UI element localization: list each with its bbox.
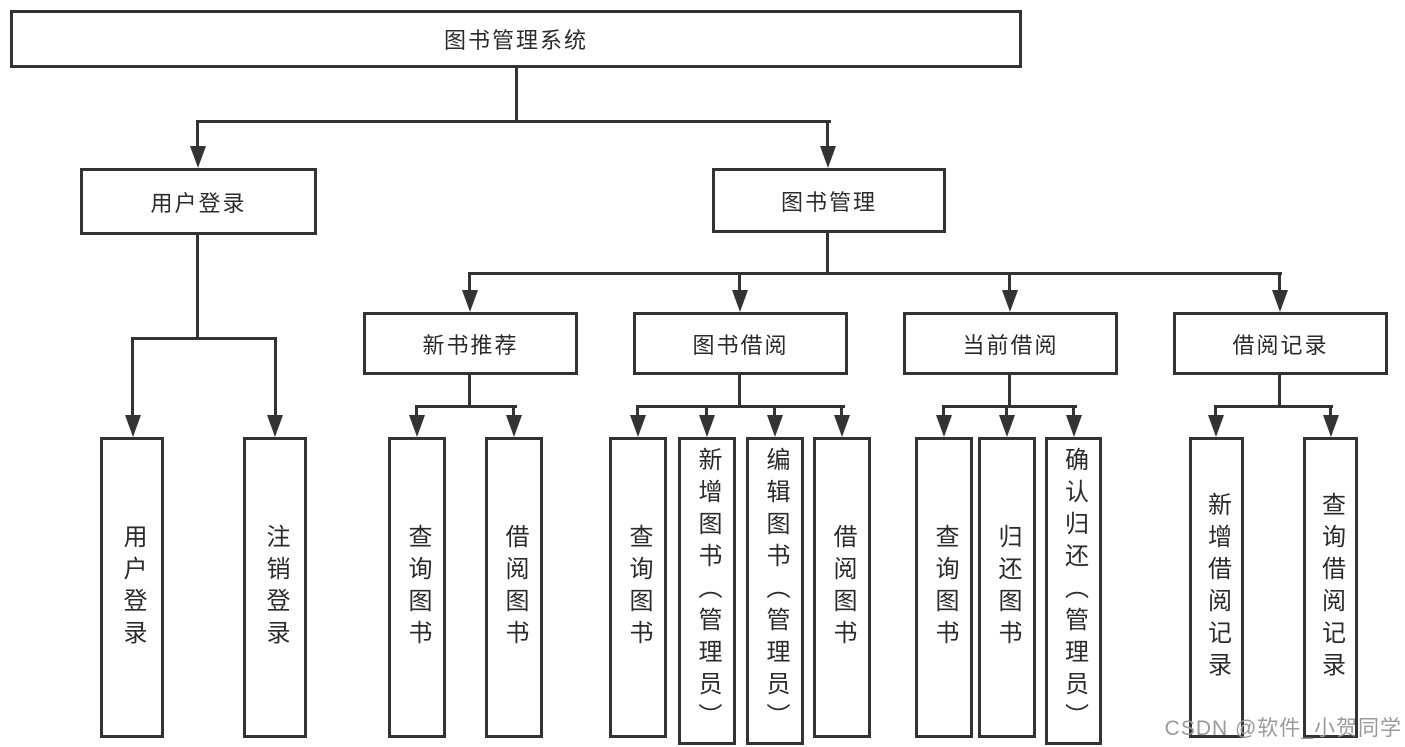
leaf-confirm-return-admin: 确认归还（管理员） bbox=[1045, 437, 1102, 745]
connector-line bbox=[840, 405, 843, 415]
leaf-borrow-books-recommend: 借阅图书 bbox=[485, 437, 543, 738]
arrow-down-icon bbox=[1272, 290, 1288, 312]
arrow-down-icon bbox=[1002, 290, 1018, 312]
connector-line bbox=[1008, 272, 1011, 290]
node-label: 新增借阅记录 bbox=[1203, 491, 1231, 684]
connector-line bbox=[515, 68, 518, 120]
arrow-down-icon bbox=[409, 415, 425, 437]
connector-line bbox=[196, 120, 831, 123]
node-current-borrowing: 当前借阅 bbox=[903, 312, 1118, 375]
connector-line bbox=[1008, 375, 1011, 405]
node-label: 查询图书 bbox=[931, 523, 958, 652]
arrow-down-icon bbox=[936, 415, 952, 437]
leaf-add-books-admin: 新增图书（管理员） bbox=[678, 437, 736, 745]
connector-line bbox=[738, 272, 741, 290]
connector-line bbox=[1278, 272, 1281, 290]
arrow-down-icon bbox=[1323, 415, 1339, 437]
leaf-query-borrow-record: 查询借阅记录 bbox=[1303, 437, 1358, 738]
connector-line bbox=[1214, 405, 1217, 415]
node-label: 编辑图书（管理员） bbox=[762, 447, 789, 735]
arrow-down-icon bbox=[834, 415, 850, 437]
node-borrowing-records: 借阅记录 bbox=[1173, 312, 1388, 375]
node-label: 图书借阅 bbox=[692, 332, 789, 358]
connector-line bbox=[512, 405, 515, 415]
arrow-down-icon bbox=[767, 415, 783, 437]
connector-line bbox=[468, 272, 1282, 275]
node-label: 当前借阅 bbox=[962, 332, 1059, 358]
connector-line bbox=[1072, 405, 1075, 415]
arrow-down-icon bbox=[1208, 415, 1224, 437]
node-label: 借阅图书 bbox=[501, 523, 528, 652]
node-label: 新书推荐 bbox=[422, 332, 519, 358]
leaf-add-borrow-record: 新增借阅记录 bbox=[1189, 437, 1244, 738]
node-book-borrowing: 图书借阅 bbox=[633, 312, 848, 375]
connector-line bbox=[636, 405, 639, 415]
arrow-down-icon bbox=[699, 415, 715, 437]
leaf-query-books-recommend: 查询图书 bbox=[388, 437, 446, 738]
connector-line bbox=[942, 405, 945, 415]
connector-line bbox=[131, 337, 277, 340]
connector-line bbox=[1005, 405, 1008, 415]
connector-line bbox=[196, 235, 199, 337]
node-label: 借阅记录 bbox=[1232, 332, 1329, 358]
node-new-book-recommendation: 新书推荐 bbox=[363, 312, 578, 375]
connector-line bbox=[773, 405, 776, 415]
leaf-user-login: 用户登录 bbox=[100, 437, 164, 738]
connector-line bbox=[415, 405, 418, 415]
node-book-management-branch: 图书管理 bbox=[712, 168, 946, 233]
leaf-query-books-current: 查询图书 bbox=[915, 437, 973, 738]
leaf-borrow-books: 借阅图书 bbox=[813, 437, 871, 738]
node-label: 确认归还（管理员） bbox=[1060, 447, 1088, 735]
node-label: 用户登录 bbox=[150, 190, 247, 216]
connector-line bbox=[196, 120, 199, 146]
node-label: 注销登录 bbox=[262, 523, 289, 652]
leaf-query-books-borrowing: 查询图书 bbox=[609, 437, 667, 738]
arrow-down-icon bbox=[462, 290, 478, 312]
node-label: 查询图书 bbox=[625, 523, 652, 652]
connector-line bbox=[636, 405, 845, 408]
arrow-down-icon bbox=[190, 146, 206, 168]
node-user-login-branch: 用户登录 bbox=[80, 168, 317, 235]
node-label: 查询图书 bbox=[404, 523, 431, 652]
connector-line bbox=[468, 375, 471, 405]
connector-line bbox=[274, 337, 277, 415]
node-label: 新增图书（管理员） bbox=[694, 447, 721, 735]
connector-line bbox=[826, 233, 829, 272]
arrow-down-icon bbox=[267, 415, 283, 437]
arrow-down-icon bbox=[506, 415, 522, 437]
arrow-down-icon bbox=[732, 290, 748, 312]
connector-line bbox=[415, 405, 517, 408]
arrow-down-icon bbox=[999, 415, 1015, 437]
connector-line bbox=[942, 405, 1077, 408]
connector-line bbox=[1329, 405, 1332, 415]
node-label: 图书管理系统 bbox=[443, 28, 588, 53]
node-label: 借阅图书 bbox=[829, 523, 856, 652]
connector-line bbox=[705, 405, 708, 415]
connector-line bbox=[131, 337, 134, 415]
leaf-edit-books-admin: 编辑图书（管理员） bbox=[746, 437, 804, 745]
arrow-down-icon bbox=[1066, 415, 1082, 437]
arrow-down-icon bbox=[820, 146, 836, 168]
connector-line bbox=[1278, 375, 1281, 405]
node-label: 用户登录 bbox=[119, 523, 146, 652]
leaf-return-books: 归还图书 bbox=[978, 437, 1036, 738]
node-label: 归还图书 bbox=[994, 523, 1021, 652]
connector-line bbox=[738, 375, 741, 405]
node-label: 图书管理 bbox=[780, 189, 877, 215]
leaf-logout: 注销登录 bbox=[243, 437, 307, 738]
csdn-watermark: CSDN @软件_小贺同学 bbox=[1164, 717, 1402, 740]
connector-line bbox=[468, 272, 471, 290]
arrow-down-icon bbox=[125, 415, 141, 437]
arrow-down-icon bbox=[630, 415, 646, 437]
node-label: 查询借阅记录 bbox=[1317, 491, 1345, 684]
connector-line bbox=[1214, 405, 1333, 408]
node-root-book-management-system: 图书管理系统 bbox=[10, 10, 1022, 68]
connector-line bbox=[826, 120, 829, 146]
